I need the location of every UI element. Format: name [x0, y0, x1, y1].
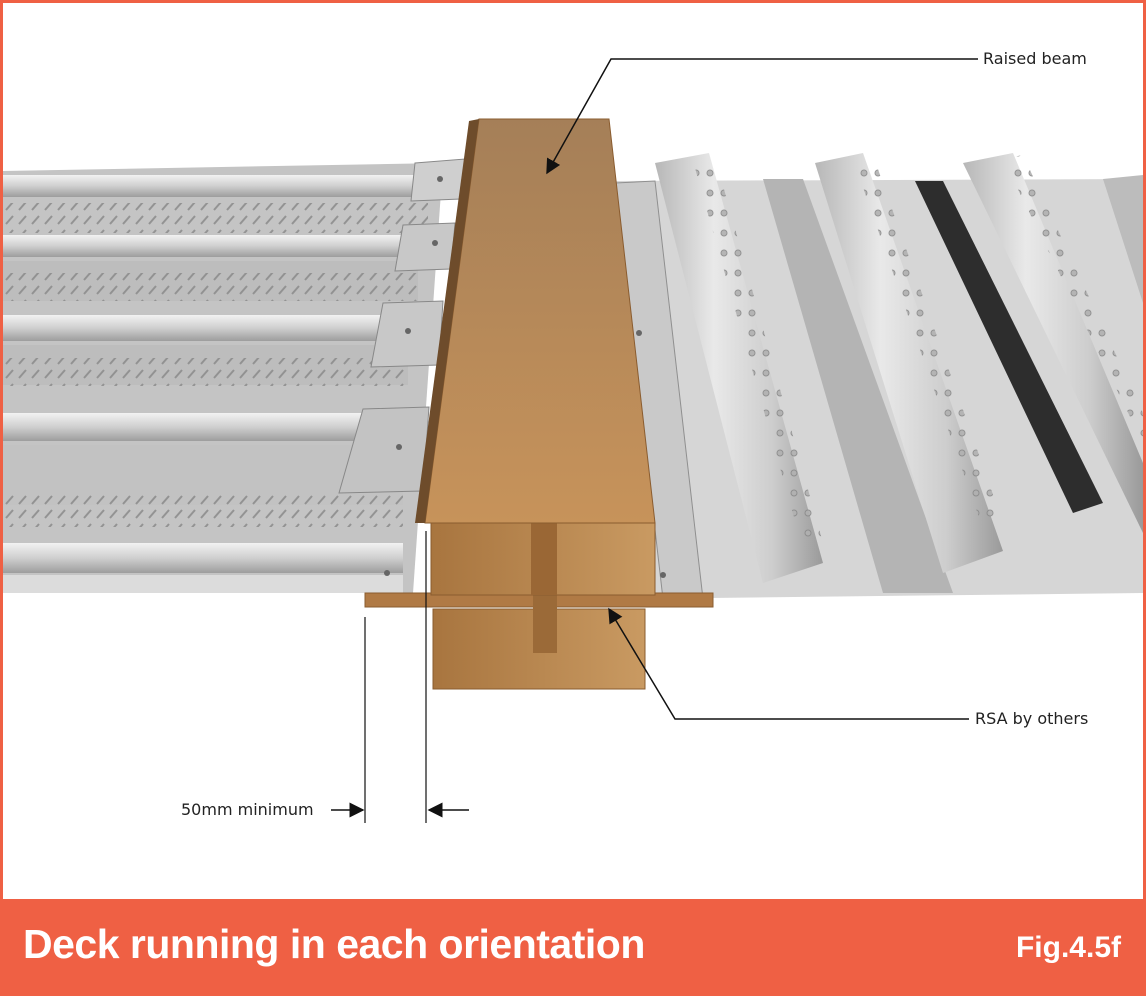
label-rsa: RSA by others — [975, 709, 1089, 728]
raised-beam-leader — [546, 58, 978, 175]
rsa-leader — [608, 607, 969, 720]
figure-number: Fig.4.5f — [1015, 931, 1121, 964]
raised-beam — [415, 118, 656, 596]
deck-diagram — [3, 58, 1143, 823]
rsa-beam — [364, 592, 714, 690]
caption-title: Deck running in each orientation — [23, 921, 645, 967]
right-deck — [613, 153, 1143, 600]
caption-bar: Deck running in each orientation Fig.4.5… — [3, 899, 1143, 993]
label-raised-beam: Raised beam — [983, 49, 1087, 68]
left-deck — [3, 158, 466, 593]
dimension-50mm — [331, 531, 469, 823]
label-min-bearing: 50mm minimum — [181, 800, 314, 819]
